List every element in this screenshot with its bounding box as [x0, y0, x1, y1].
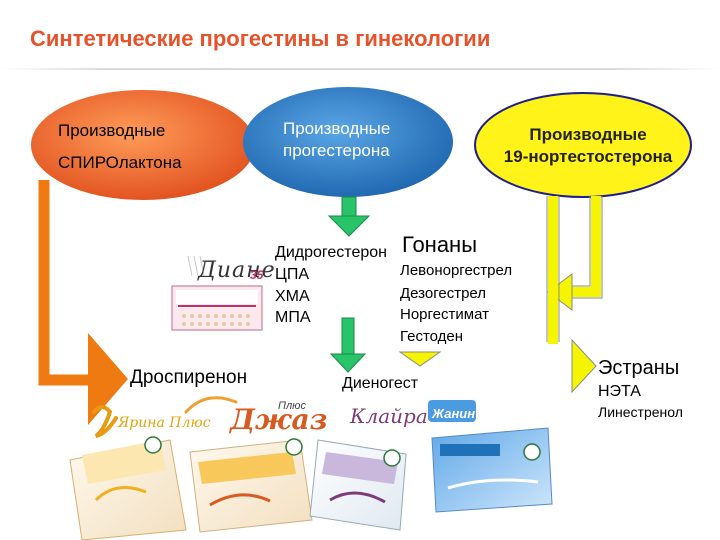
estranes-item: НЭТА	[598, 383, 641, 400]
jazz-brand-logo: Джаз	[230, 403, 328, 436]
diane-brand-logo: Диане	[198, 258, 276, 283]
progesterone-group-label: Производные прогестерона	[283, 118, 390, 162]
jazz-product-box	[189, 438, 313, 533]
progesterone-item: МПА	[275, 309, 311, 326]
green-shaft-2	[341, 317, 355, 357]
spironolactone-connector	[38, 180, 90, 386]
right-arrow-orange-icon	[88, 333, 128, 425]
spironolactone-group-line1: Производные	[58, 121, 166, 140]
yarina-product-box	[69, 436, 187, 540]
down-arrow-yellow-icon	[398, 351, 442, 367]
estranes-item: Линестренол	[598, 404, 683, 420]
jazz-logo-icon	[184, 396, 238, 414]
right-arrow-yellow-icon	[571, 338, 597, 394]
klayra-brand-logo: Клайра	[350, 404, 428, 428]
down-arrow-green-icon-2	[329, 353, 367, 373]
nortestosterone-oval	[474, 92, 692, 198]
gonanes-item: Левоноргестрел	[400, 262, 513, 279]
gonanes-item: Дезогестрел	[400, 285, 487, 302]
gonanes-heading: Гонаны	[402, 232, 478, 257]
green-shaft-1	[341, 196, 357, 218]
progesterone-item: Дидрогестерон	[275, 244, 387, 261]
title-divider	[0, 68, 720, 70]
progesterone-item: ХМА	[275, 288, 310, 305]
left-arrow-yellow-icon	[547, 273, 573, 311]
nortestosterone-group-line1: Производные	[529, 125, 647, 144]
down-arrow-green-icon	[327, 215, 371, 237]
jazz-plus-badge: Плюс	[278, 400, 306, 412]
nortestosterone-group-line2: 19-нортестостерона	[503, 147, 673, 167]
jeanine-product-box	[428, 400, 553, 513]
gonany-connector	[562, 196, 601, 297]
estranes-heading: Эстраны	[598, 357, 680, 379]
spironolactone-group-line2: СПИРОлактона	[58, 153, 182, 172]
diane-35-badge: 35	[250, 268, 264, 282]
progesterone-item: ЦПА	[275, 266, 310, 283]
gonanes-item: Норгестимат	[400, 306, 489, 323]
progesterone-group-line1: Производные	[283, 119, 391, 138]
nortestosterone-group-label: Производные 19-нортестостерона	[488, 124, 688, 168]
gonanes-item: Гестоден	[400, 328, 464, 345]
spironolactone-oval	[31, 90, 255, 200]
jeanine-brand-logo: Жанин	[432, 406, 476, 421]
yarina-logo-icon	[92, 405, 118, 438]
page-title: Синтетические прогестины в гинекологии	[30, 26, 491, 51]
klayra-product-box	[309, 439, 407, 531]
progesterone-group-line2: прогестерона	[283, 141, 390, 161]
dienogest-label: Диеногест	[342, 375, 419, 392]
progesterone-oval	[243, 87, 453, 197]
yarina-brand-logo: Ярина Плюс	[118, 415, 211, 431]
drospirenone-label: Дроспиренон	[130, 367, 248, 388]
diane-product-box	[171, 255, 263, 331]
